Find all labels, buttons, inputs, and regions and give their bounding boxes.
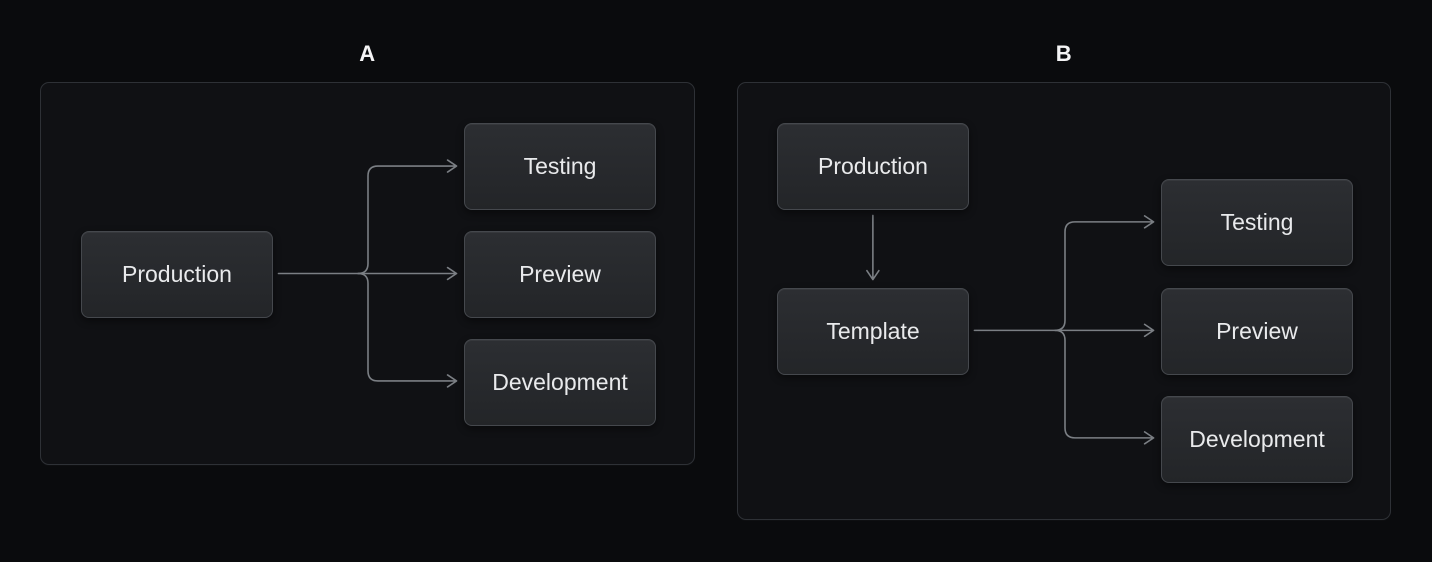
edge-b-production-template-arrow [866, 214, 880, 281]
node-a-development: Development [464, 339, 656, 426]
node-b-testing: Testing [1161, 179, 1353, 266]
edge-a-production-preview-arrow [277, 266, 458, 281]
edge-b-template-preview-arrow [973, 323, 1155, 338]
diagram-b-edges [866, 214, 1155, 445]
node-b-production: Production [777, 123, 969, 210]
edge-b-template-testing-arrow [1054, 215, 1155, 332]
node-a-production: Production [81, 231, 273, 318]
diagram-b-label: B [1055, 41, 1073, 66]
node-b-template: Template [777, 288, 969, 375]
diagram-b-panel: Production Template Testing Preview Deve… [737, 82, 1391, 520]
diagram-a-panel: Production Testing Preview Development [40, 82, 695, 465]
node-b-preview: Preview [1161, 288, 1353, 375]
edge-b-template-development-arrow [1054, 329, 1155, 445]
node-a-testing: Testing [464, 123, 656, 210]
diagram-a-edges [277, 159, 458, 388]
diagram-a-label: A [359, 41, 376, 66]
edge-a-production-testing-arrow [357, 159, 458, 275]
edge-a-production-development-arrow [357, 272, 458, 388]
node-b-development: Development [1161, 396, 1353, 483]
node-a-preview: Preview [464, 231, 656, 318]
